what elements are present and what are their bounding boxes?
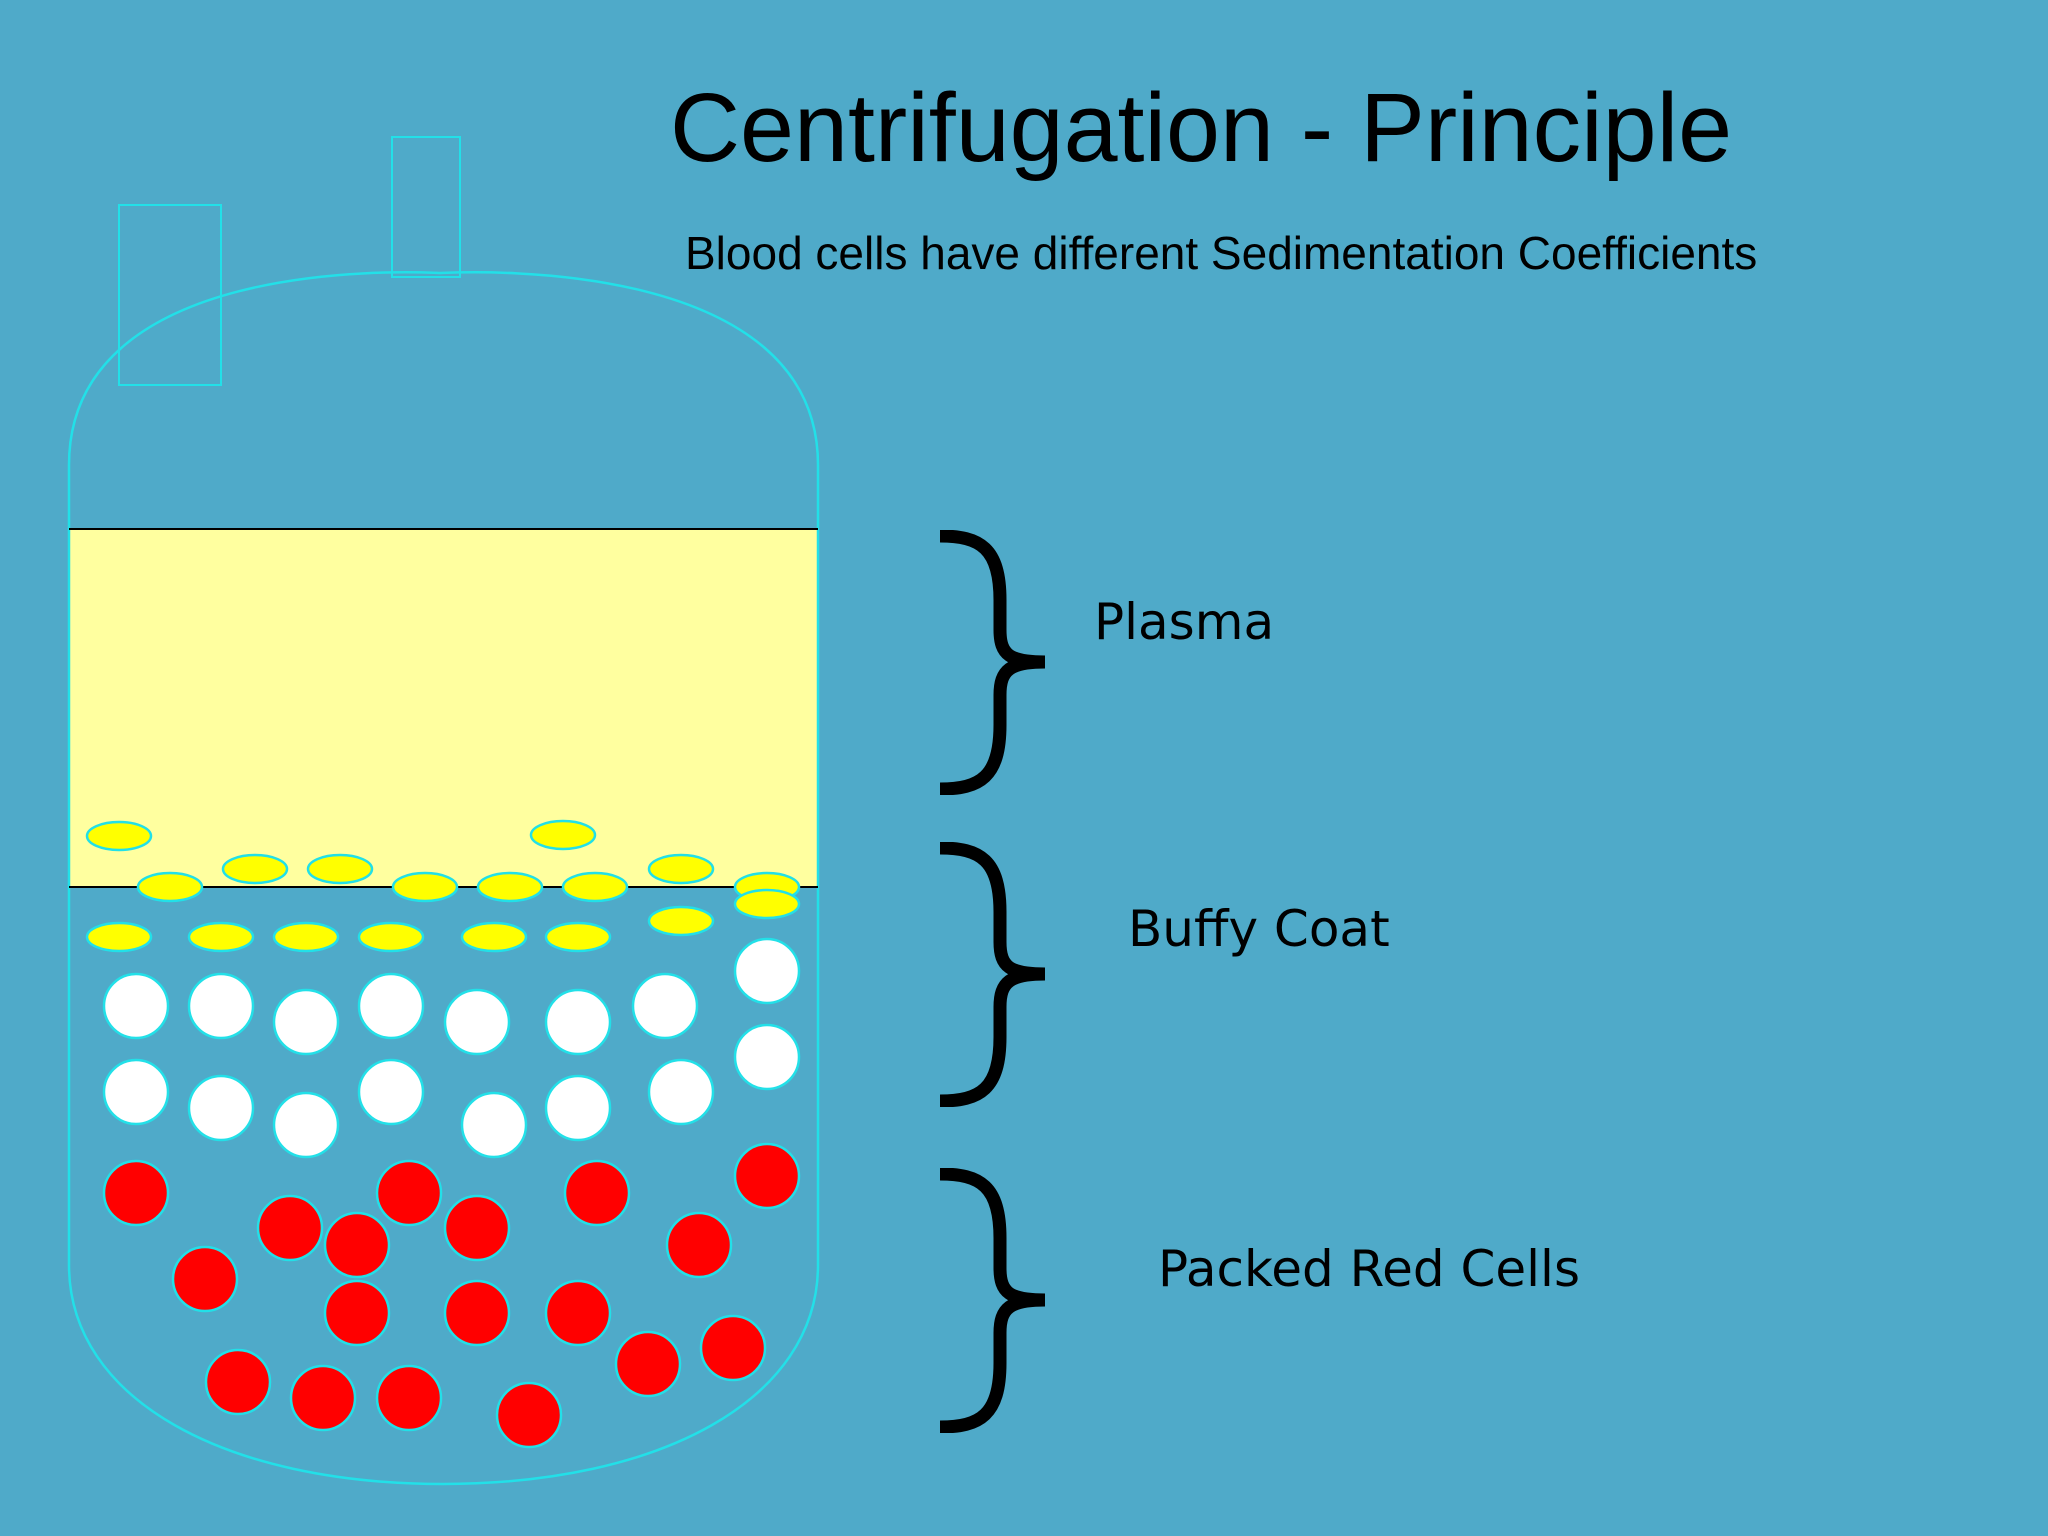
platelet-cell bbox=[221, 853, 289, 885]
platelet-cell bbox=[647, 905, 715, 937]
white-blood-cell bbox=[443, 988, 511, 1056]
platelet-cell bbox=[306, 853, 374, 885]
blood-cells bbox=[85, 819, 801, 1449]
white-blood-cell bbox=[631, 972, 699, 1040]
platelet-cell bbox=[647, 853, 715, 885]
white-blood-cell bbox=[544, 1074, 612, 1142]
page-subtitle: Blood cells have different Sedimentation… bbox=[685, 227, 1758, 279]
white-blood-cell bbox=[733, 1023, 801, 1091]
red-blood-cell bbox=[443, 1279, 511, 1347]
red-blood-cell bbox=[699, 1314, 767, 1382]
red-blood-cell bbox=[102, 1159, 170, 1227]
platelet-cell bbox=[391, 871, 459, 903]
tube-neck-left bbox=[118, 204, 222, 386]
red-blood-cell bbox=[323, 1279, 391, 1347]
page-title: Centrifugation - Principle bbox=[670, 73, 1733, 182]
red-blood-cell bbox=[495, 1381, 563, 1449]
buffy-coat-label: Buffy Coat bbox=[1128, 900, 1390, 958]
platelet-cell bbox=[476, 871, 544, 903]
red-blood-cell bbox=[375, 1364, 443, 1432]
white-blood-cell bbox=[647, 1058, 715, 1126]
plasma-layer bbox=[69, 529, 818, 887]
red-blood-cell bbox=[256, 1194, 324, 1262]
white-blood-cell bbox=[102, 1058, 170, 1126]
packed-red-cells-brace bbox=[905, 1168, 1075, 1433]
platelet-cell bbox=[529, 819, 597, 851]
white-blood-cell bbox=[460, 1091, 528, 1159]
white-blood-cell bbox=[733, 937, 801, 1005]
platelet-cell bbox=[460, 921, 528, 953]
tube-neck-right bbox=[391, 136, 461, 278]
platelet-cell bbox=[85, 820, 153, 852]
red-blood-cell bbox=[375, 1159, 443, 1227]
platelet-cell bbox=[272, 921, 340, 953]
white-blood-cell bbox=[357, 1058, 425, 1126]
packed-red-cells-label: Packed Red Cells bbox=[1158, 1240, 1580, 1298]
tube-body-outline bbox=[67, 271, 820, 1486]
plasma-brace bbox=[905, 530, 1075, 795]
white-blood-cell bbox=[272, 988, 340, 1056]
red-blood-cell bbox=[733, 1142, 801, 1210]
white-blood-cell bbox=[357, 972, 425, 1040]
buffy-coat-brace bbox=[905, 842, 1075, 1107]
platelet-cell bbox=[357, 921, 425, 953]
white-blood-cell bbox=[272, 1091, 340, 1159]
red-blood-cell bbox=[614, 1330, 682, 1398]
white-blood-cell bbox=[187, 972, 255, 1040]
red-blood-cell bbox=[204, 1348, 272, 1416]
platelet-cell bbox=[85, 921, 153, 953]
red-blood-cell bbox=[544, 1279, 612, 1347]
red-blood-cell bbox=[289, 1364, 357, 1432]
red-blood-cell bbox=[443, 1194, 511, 1262]
white-blood-cell bbox=[544, 988, 612, 1056]
plasma-label: Plasma bbox=[1094, 593, 1275, 651]
red-blood-cell bbox=[323, 1211, 391, 1279]
platelet-cell bbox=[136, 871, 204, 903]
red-blood-cell bbox=[171, 1245, 239, 1313]
red-blood-cell bbox=[563, 1159, 631, 1227]
platelet-cell bbox=[544, 921, 612, 953]
platelet-cell bbox=[733, 888, 801, 920]
white-blood-cell bbox=[102, 972, 170, 1040]
platelet-cell bbox=[187, 921, 255, 953]
red-blood-cell bbox=[665, 1211, 733, 1279]
white-blood-cell bbox=[187, 1074, 255, 1142]
platelet-cell bbox=[561, 871, 629, 903]
